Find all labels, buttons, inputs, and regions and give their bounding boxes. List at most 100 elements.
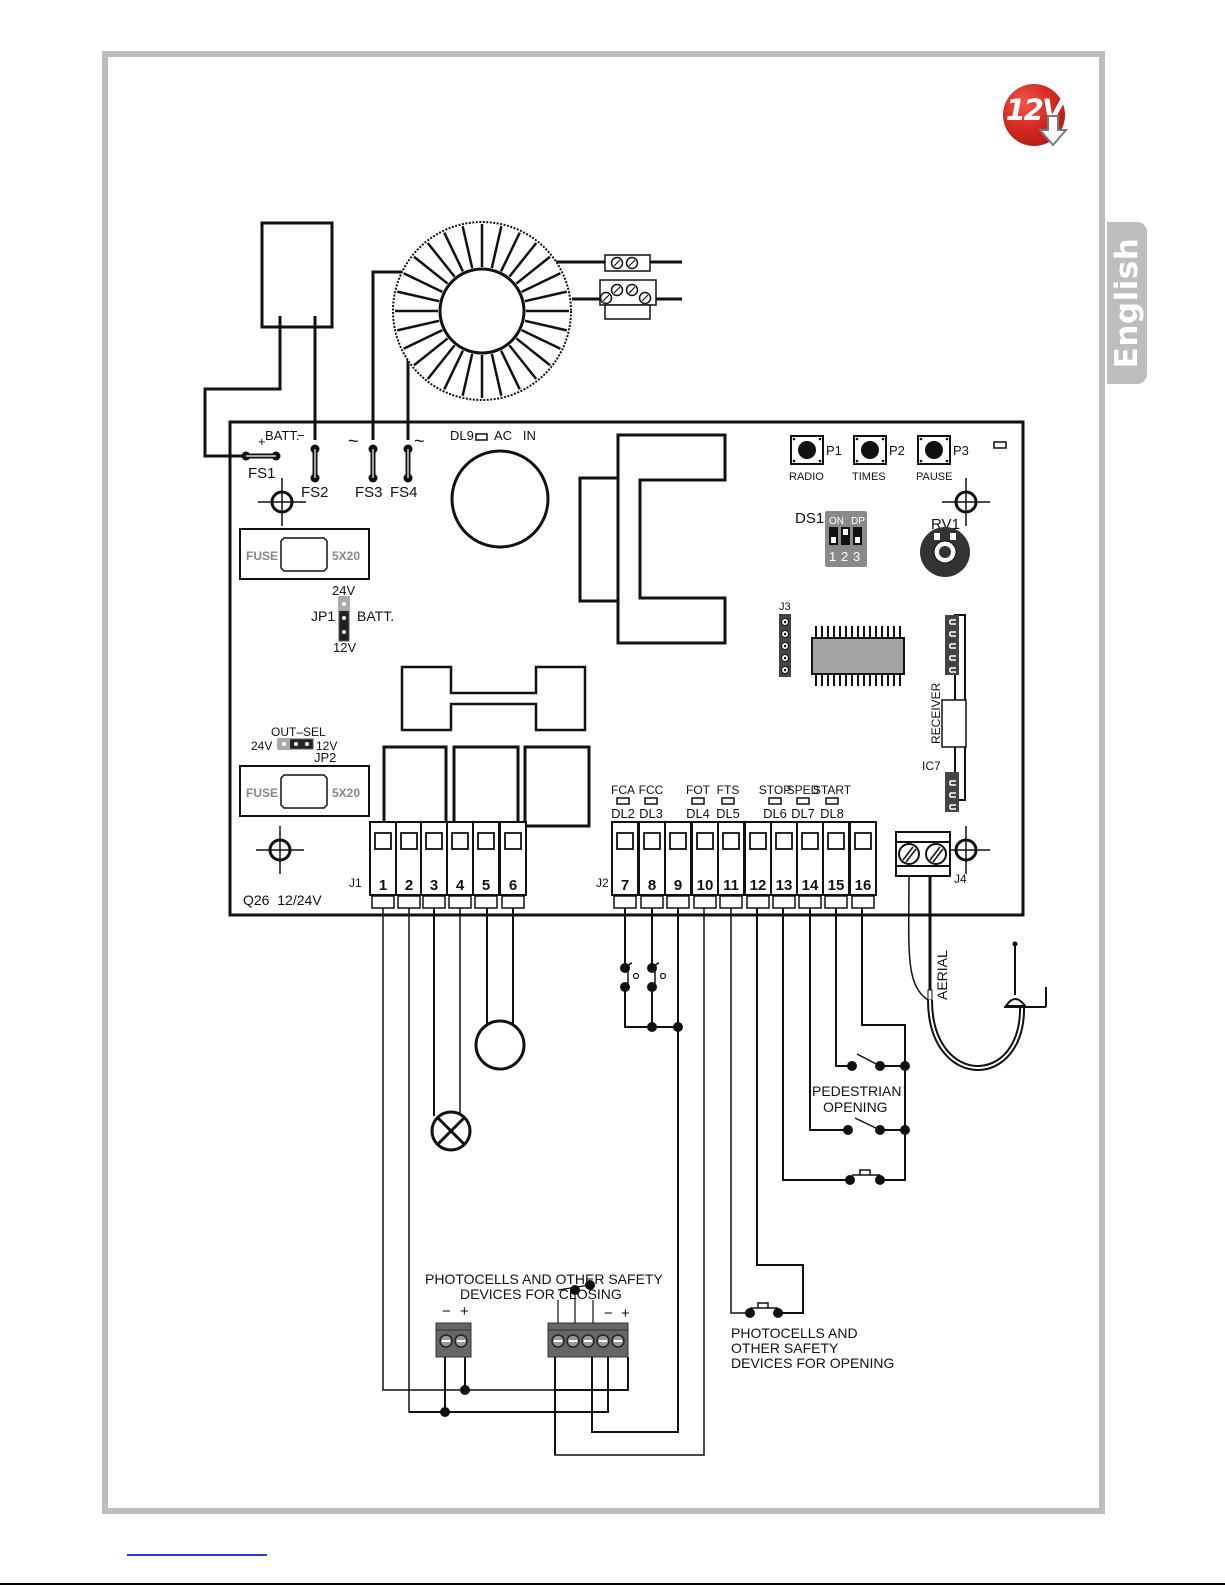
j2-terminal[interactable]: 13 <box>770 821 798 909</box>
dip-switch-lever[interactable] <box>855 537 860 543</box>
junction-dot <box>673 1022 683 1032</box>
receiver-pin <box>949 804 956 810</box>
toroid-winding <box>490 353 503 397</box>
button-cap[interactable] <box>861 441 879 459</box>
j1-terminal[interactable]: 5 <box>472 821 500 909</box>
j2-terminal[interactable]: 16 <box>849 821 877 909</box>
led-name-label: FCC <box>639 783 664 797</box>
terminal-j4[interactable]: J4 <box>895 831 967 886</box>
receiver-label: RECEIVER <box>929 682 943 744</box>
led-name-label: FCA <box>611 783 635 797</box>
wire-j1-1 <box>382 908 555 1391</box>
terminal-number: 14 <box>802 877 819 894</box>
j1-terminal[interactable]: 4 <box>446 821 474 909</box>
j2-terminal[interactable]: 8 <box>638 821 666 909</box>
wire-j2-13 <box>782 908 848 1181</box>
j1-terminal[interactable]: 2 <box>395 821 423 909</box>
junction-dot <box>460 1385 470 1395</box>
receiver-pin <box>949 631 956 637</box>
junction-dot <box>745 1308 755 1318</box>
terminal-screw-window <box>669 832 687 850</box>
microcontroller-chip <box>811 626 905 686</box>
receiver-pin <box>949 655 956 661</box>
button-cap[interactable] <box>925 441 943 459</box>
download-arrow-icon <box>1039 115 1069 147</box>
dl9-led <box>475 433 488 441</box>
j1-terminal[interactable]: 6 <box>499 821 527 909</box>
ds1-dp: DP <box>851 516 865 527</box>
dip-switch-slot[interactable] <box>841 527 850 545</box>
junction-dot <box>773 1308 783 1318</box>
photocell-receiver-block[interactable] <box>435 1322 472 1358</box>
wire-j2-11 <box>730 908 747 1314</box>
junction-dot <box>900 1125 910 1135</box>
push-button-top <box>750 1302 778 1309</box>
j1-terminal[interactable]: 3 <box>420 821 448 909</box>
j2-terminal[interactable]: 11 <box>717 821 745 909</box>
led-id-label: DL7 <box>791 806 815 821</box>
jumper-jp2[interactable]: OUT–SEL 24V 12V JP2 <box>251 725 337 765</box>
terminal-screw-window <box>451 832 469 850</box>
terminal-screw-window <box>827 832 845 850</box>
footer-link[interactable] <box>127 1554 267 1556</box>
j1-terminal[interactable]: 1 <box>369 821 397 909</box>
language-tab[interactable]: English <box>1107 222 1147 384</box>
relay-hbridge <box>400 665 587 732</box>
terminal-screw-window <box>696 832 714 850</box>
j2-terminal[interactable]: 7 <box>611 821 639 909</box>
led-name-label: STOP <box>759 783 791 797</box>
j2-terminal[interactable]: 12 <box>744 821 772 909</box>
photocells-opening-label-1: PHOTOCELLS AND <box>731 1325 858 1341</box>
jp1-side-label: BATT. <box>357 608 394 624</box>
terminal-number: 7 <box>621 877 629 894</box>
toroid-winding <box>521 328 561 350</box>
j2-terminal[interactable]: 10 <box>691 821 719 909</box>
junction-dot <box>570 1285 580 1295</box>
button-pin <box>855 437 859 441</box>
button-function-label: RADIO <box>789 471 824 483</box>
transformer-wire-1 <box>371 270 404 440</box>
receiver-pin <box>949 667 956 673</box>
led-name-label: FOT <box>686 783 711 797</box>
trimmer-rv1[interactable]: RV1 <box>920 516 970 577</box>
button-cap[interactable] <box>798 441 816 459</box>
j2-terminal[interactable]: 9 <box>664 821 692 909</box>
toroid-winding <box>499 232 521 272</box>
photocell-transmitter-block[interactable] <box>547 1322 629 1358</box>
led-name-label: SPED <box>787 783 820 797</box>
j3-label: J3 <box>779 601 791 613</box>
led-indicator <box>691 797 705 805</box>
dip-switch-lever[interactable] <box>843 529 848 535</box>
junction-dot <box>620 982 630 992</box>
nc-contact-pivot <box>659 972 667 980</box>
led-name-label: FTS <box>717 783 740 797</box>
dip-switch-lever[interactable] <box>831 537 836 543</box>
j2-terminal[interactable]: 14 <box>796 821 824 909</box>
dip-switch-slot[interactable] <box>829 527 838 545</box>
header-j3: J3 <box>779 601 791 677</box>
terminal-screw-window <box>374 832 392 850</box>
toroid-winding <box>461 225 474 269</box>
button-function-label: TIMES <box>852 471 886 483</box>
screw-slot <box>613 259 621 267</box>
jp2-id: JP2 <box>314 750 336 765</box>
terminal-clamp <box>640 895 664 909</box>
led-name-label: START <box>813 783 852 797</box>
terminal-clamp <box>746 895 770 909</box>
screw-slot <box>641 294 649 302</box>
j4-label: J4 <box>954 872 967 886</box>
dip-switch-slot[interactable] <box>853 527 862 545</box>
terminal-number: 8 <box>648 877 656 894</box>
fs4-label: FS4 <box>390 484 418 501</box>
led-indicator <box>644 797 658 805</box>
header-pin-hole <box>783 632 787 636</box>
terminal-number: 6 <box>509 877 517 894</box>
terminal-clamp <box>851 895 875 909</box>
fuse-cartridge <box>280 774 328 809</box>
jumper-jp1[interactable]: 24V JP1 BATT. 12V <box>311 583 394 655</box>
j2-terminal[interactable]: 15 <box>822 821 850 909</box>
